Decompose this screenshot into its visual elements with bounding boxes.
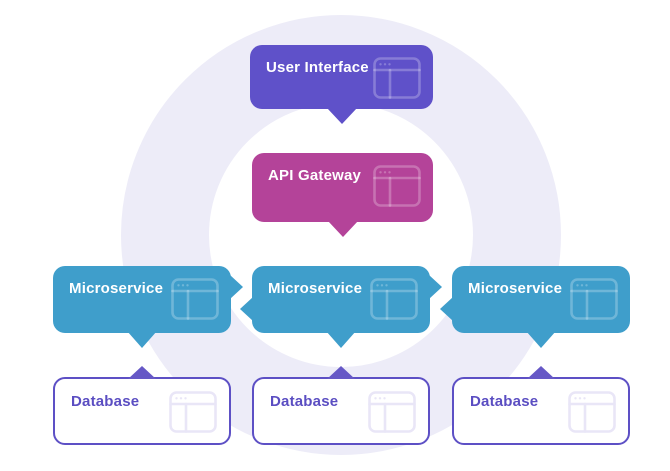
connector-tail-down <box>526 331 556 348</box>
connector-chevron-right <box>429 275 442 299</box>
node-label: Database <box>470 393 539 410</box>
node-microservice-1: Microservice <box>53 266 243 348</box>
node-api-gateway: API Gateway <box>252 153 433 237</box>
node-user-interface: User Interface <box>250 45 433 124</box>
connector-arrow-up <box>327 366 355 379</box>
node-microservice-3: Microservice <box>440 266 630 348</box>
node-label: Database <box>71 393 140 410</box>
node-microservice-2: Microservice <box>240 266 442 348</box>
node-label: API Gateway <box>268 167 362 184</box>
connector-tail-down <box>127 331 157 348</box>
connector-tail-down <box>326 108 357 124</box>
node-database-1: Database <box>53 366 231 445</box>
browser-window-icon <box>370 278 418 320</box>
connector-tail-down <box>327 221 358 237</box>
browser-window-icon <box>373 57 421 99</box>
node-label: Database <box>270 393 339 410</box>
node-database-2: Database <box>252 366 430 445</box>
node-label: User Interface <box>266 59 369 76</box>
browser-window-icon <box>373 165 421 207</box>
connector-arrow-up <box>527 366 555 379</box>
browser-window-icon <box>171 278 219 320</box>
node-database-3: Database <box>452 366 630 445</box>
node-label: Microservice <box>69 280 164 297</box>
connector-arrow-up <box>128 366 156 379</box>
node-label: Microservice <box>268 280 363 297</box>
connector-chevron-right <box>230 275 243 299</box>
node-label: Microservice <box>468 280 563 297</box>
browser-window-icon <box>169 391 217 433</box>
connector-chevron-left <box>440 297 453 321</box>
connector-chevron-left <box>240 297 253 321</box>
connector-tail-down <box>326 331 356 348</box>
browser-window-icon <box>368 391 416 433</box>
browser-window-icon <box>570 278 618 320</box>
browser-window-icon <box>568 391 616 433</box>
